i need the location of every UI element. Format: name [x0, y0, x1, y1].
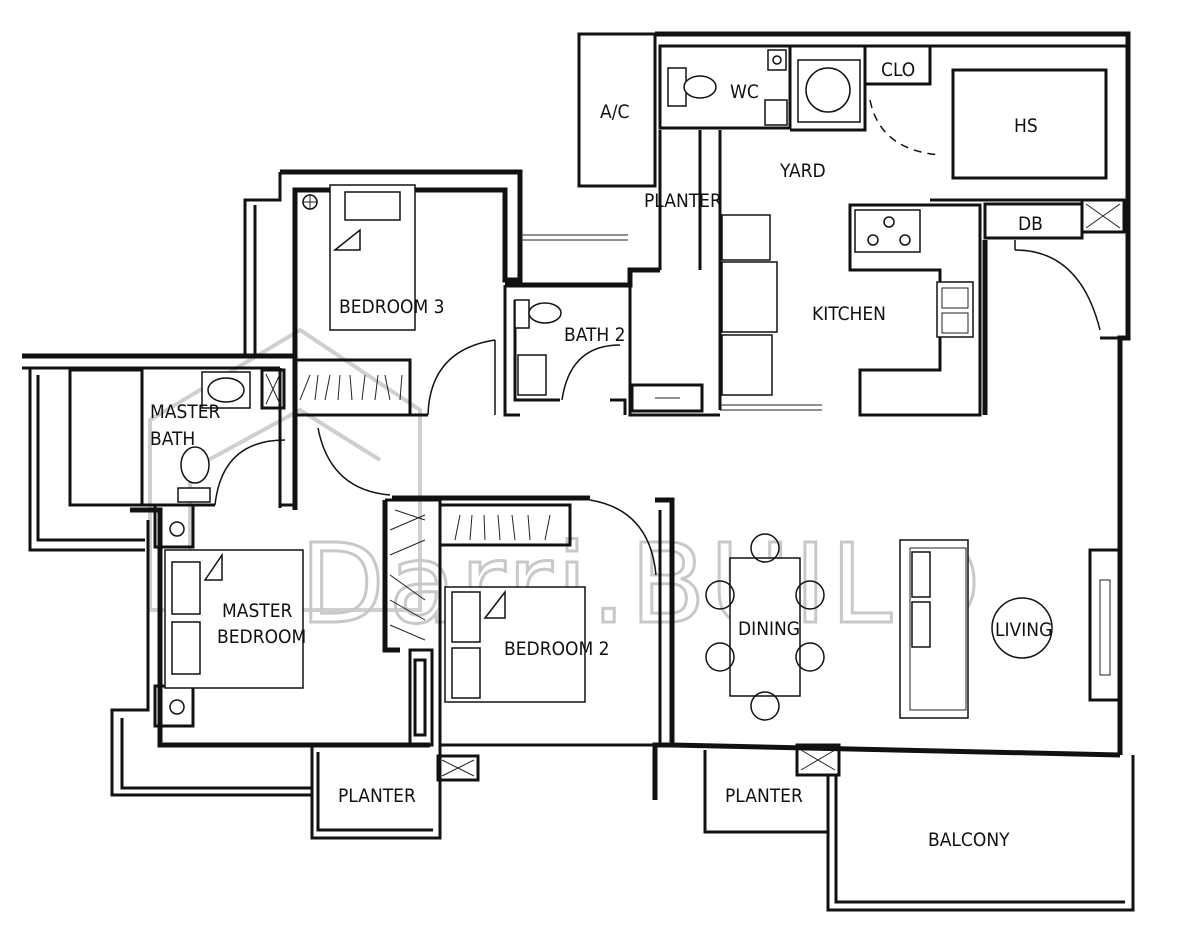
label-dining: DINING — [738, 618, 800, 640]
walls — [22, 31, 1135, 912]
wardrobe-hatching — [299, 374, 551, 641]
room-labels: A/C WC CLO HS YARD PLANTER DB KITCHEN BE… — [150, 59, 1052, 851]
watermark-text: Darri.BUILD — [300, 520, 985, 648]
label-ac: A/C — [600, 101, 629, 123]
label-bedroom-2: BEDROOM 2 — [504, 638, 610, 660]
label-hs: HS — [1014, 115, 1038, 137]
label-clo: CLO — [881, 59, 915, 81]
furniture — [164, 49, 1053, 721]
label-planter-left: PLANTER — [338, 785, 416, 807]
label-master-bedroom-line1: MASTER — [222, 600, 293, 622]
label-yard: YARD — [779, 160, 826, 182]
label-master-bath-line1: MASTER — [150, 401, 221, 423]
label-master-bedroom-line2: BEDROOM — [217, 626, 306, 648]
label-balcony: BALCONY — [928, 829, 1010, 851]
label-planter-right: PLANTER — [725, 785, 803, 807]
label-planter-top: PLANTER — [644, 190, 722, 212]
label-master-bath-line2: BATH — [150, 428, 195, 450]
watermark: Darri.BUILD — [148, 327, 985, 650]
label-db: DB — [1018, 213, 1043, 235]
door-swings — [214, 99, 1101, 576]
label-bath-2: BATH 2 — [564, 324, 626, 346]
label-kitchen: KITCHEN — [812, 303, 886, 325]
label-wc: WC — [730, 81, 759, 103]
label-living: LIVING — [995, 619, 1052, 641]
label-bedroom-3: BEDROOM 3 — [339, 296, 445, 318]
